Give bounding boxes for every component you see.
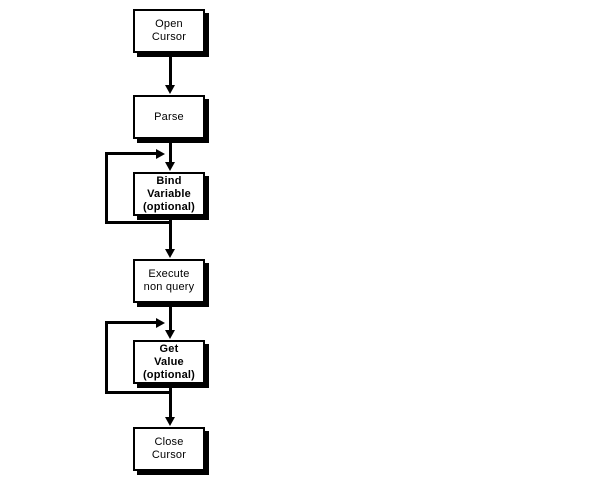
edge-get-to-close-arrowhead <box>165 417 175 426</box>
node-bind-variable[interactable]: Bind Variable (optional) <box>133 172 205 216</box>
edge-open-to-parse-line <box>169 53 172 87</box>
edge-open-to-parse-arrowhead <box>165 85 175 94</box>
edge-get-loop-left <box>105 321 108 394</box>
node-bind-variable-line-3: (optional) <box>142 200 196 213</box>
edge-bind-loop-bottom <box>105 221 172 224</box>
edge-execute-to-get-arrowhead <box>165 330 175 339</box>
edge-execute-to-get-line <box>169 303 172 333</box>
node-close-cursor[interactable]: Close Cursor <box>133 427 205 471</box>
node-execute-non-query[interactable]: Execute non query <box>133 259 205 303</box>
node-get-value-line-1: Get <box>159 342 179 355</box>
edge-get-loop-top <box>105 321 157 324</box>
node-bind-variable-line-1: Bind <box>156 174 182 187</box>
edge-get-loop-bottom <box>105 391 172 394</box>
node-get-value[interactable]: Get Value (optional) <box>133 340 205 384</box>
edge-bind-loop-left <box>105 152 108 224</box>
node-get-value-line-3: (optional) <box>142 368 196 381</box>
node-close-cursor-line-1: Close <box>154 436 184 448</box>
node-open-cursor[interactable]: Open Cursor <box>133 9 205 53</box>
edge-get-loop-arrowhead <box>156 318 165 328</box>
node-open-cursor-line-2: Cursor <box>151 31 187 43</box>
edge-parse-to-bind-arrowhead <box>165 162 175 171</box>
node-execute-non-query-line-2: non query <box>143 281 195 293</box>
node-open-cursor-line-1: Open <box>155 18 183 30</box>
edge-parse-to-bind-line <box>169 139 172 165</box>
edge-bind-to-execute-line <box>169 216 172 251</box>
edge-bind-loop-arrowhead <box>156 149 165 159</box>
node-bind-variable-line-2: Variable <box>147 187 191 200</box>
edge-get-to-close-line <box>169 384 172 419</box>
node-parse-line-1: Parse <box>154 110 184 123</box>
node-parse[interactable]: Parse <box>133 95 205 139</box>
edge-bind-loop-top <box>105 152 157 155</box>
node-get-value-line-2: Value <box>154 355 184 368</box>
edge-bind-to-execute-arrowhead <box>165 249 175 258</box>
node-execute-non-query-line-1: Execute <box>148 268 190 280</box>
node-close-cursor-line-2: Cursor <box>151 449 187 461</box>
